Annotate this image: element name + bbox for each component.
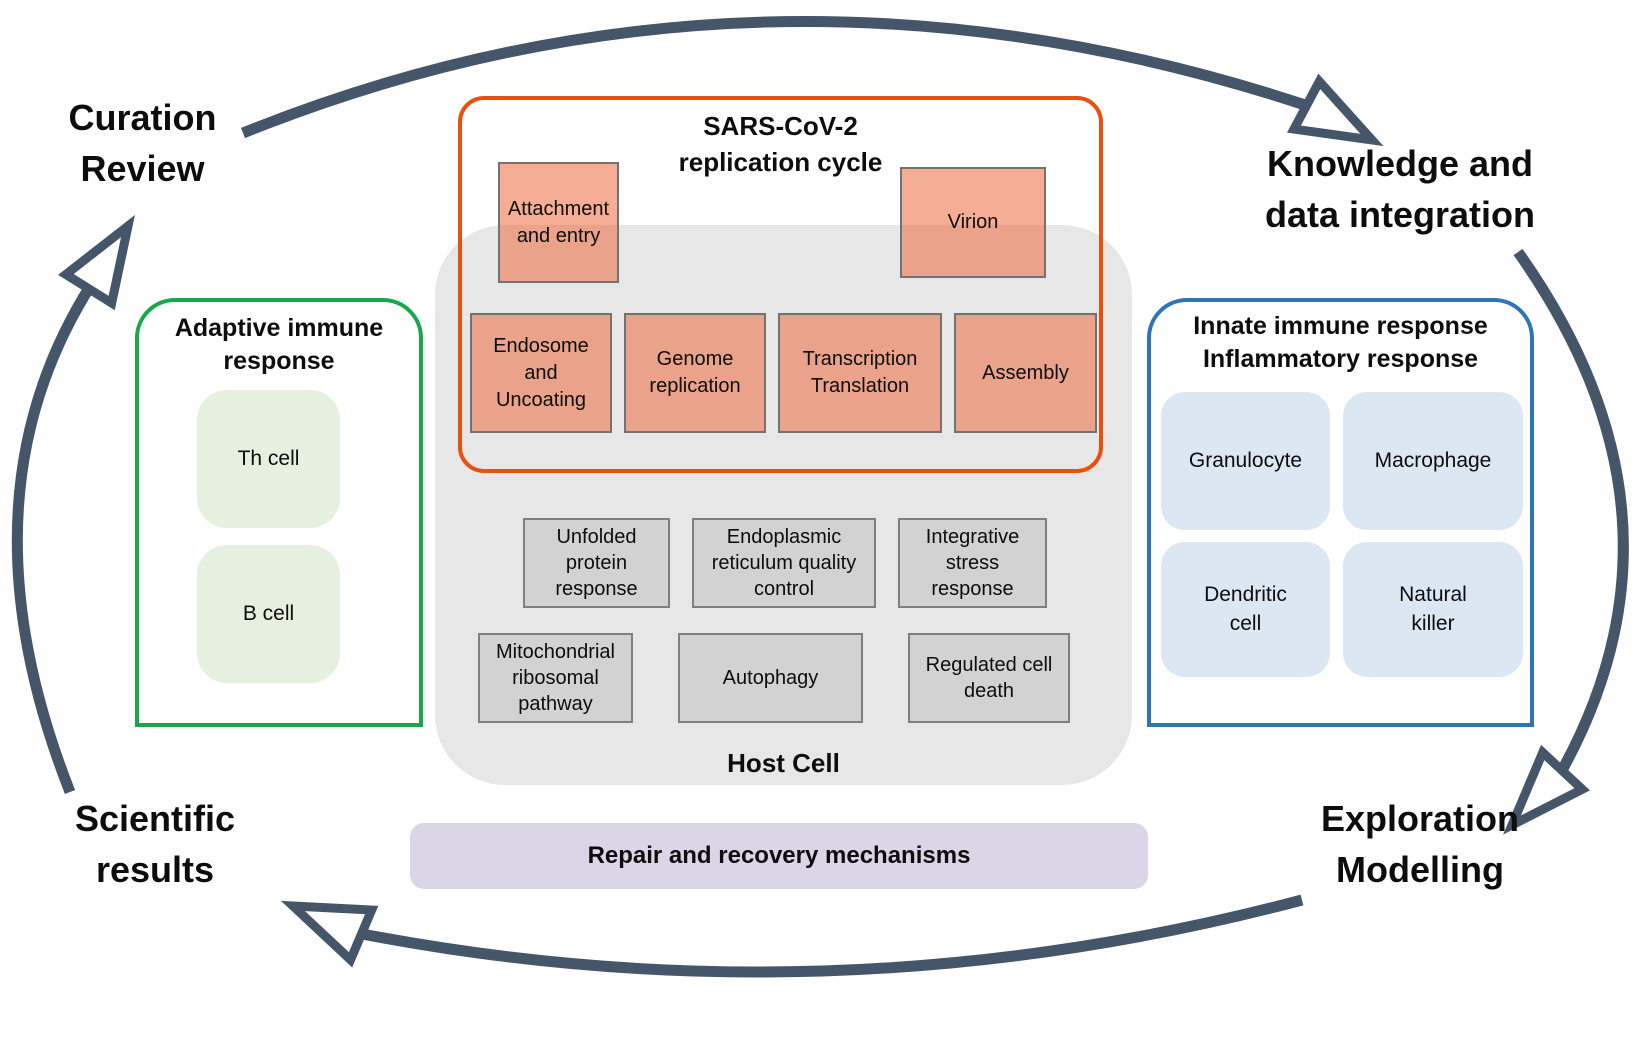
adaptive-title-line2: response <box>223 347 335 375</box>
box-mitochondrial-ribosomal-pathway: Mitochondrial ribosomal pathway <box>478 633 633 723</box>
host-cell-label: Host Cell <box>727 748 840 778</box>
box-assembly: Assembly <box>954 313 1097 433</box>
stage-scientific-line2: results <box>95 849 215 891</box>
box-unfolded-protein-response: Unfolded protein response <box>523 518 670 608</box>
stage-knowledge-integration: Knowledge and data integration <box>1230 138 1570 240</box>
box-er-quality-control: Endoplasmic reticulum quality control <box>692 518 876 608</box>
repair-recovery-bar: Repair and recovery mechanisms <box>410 823 1148 889</box>
innate-immune-title: Innate immune response Inflammatory resp… <box>1147 310 1534 376</box>
stage-knowledge-line1: Knowledge and <box>1266 143 1533 184</box>
box-genome-replication: Genome replication <box>624 313 766 433</box>
stage-curation-review: Curation Review <box>25 92 260 194</box>
innate-title-line2: Inflammatory response <box>1202 345 1479 373</box>
cell-natural-killer: Natural killer <box>1343 542 1523 677</box>
adaptive-immune-title: Adaptive immune response <box>135 312 423 378</box>
replication-title-line1: SARS-CoV-2 <box>703 111 858 141</box>
stage-exploration-line1: Exploration <box>1320 798 1520 839</box>
adaptive-title-line1: Adaptive immune <box>174 314 384 342</box>
innate-immune-frame <box>1147 298 1534 727</box>
adaptive-immune-frame <box>135 298 423 727</box>
stage-exploration-line2: Modelling <box>1336 849 1504 891</box>
replication-title-line2: replication cycle <box>678 147 883 178</box>
box-autophagy: Autophagy <box>678 633 863 723</box>
replication-cycle-frame <box>458 96 1103 473</box>
cell-b-cell: B cell <box>197 545 340 683</box>
stage-curation-line2: Review <box>80 148 205 190</box>
stage-scientific-line1: Scientific <box>74 798 236 839</box>
innate-title-line1: Innate immune response <box>1193 312 1488 340</box>
box-virion: Virion <box>900 167 1046 278</box>
cell-granulocyte: Granulocyte <box>1161 392 1330 530</box>
cycle-arc-bottom <box>355 894 1304 978</box>
cell-th-cell: Th cell <box>197 390 340 528</box>
cell-dendritic: Dendritic cell <box>1161 542 1330 677</box>
box-regulated-cell-death: Regulated cell death <box>908 633 1070 723</box>
box-attachment-entry: Attachment and entry <box>498 162 619 283</box>
stage-scientific-results: Scientific results <box>35 793 275 895</box>
box-transcription-translation: Transcription Translation <box>778 313 942 433</box>
arrowhead-bottom-left-icon <box>280 900 379 968</box>
arrowhead-top-left-icon <box>58 214 135 311</box>
box-integrative-stress-response: Integrative stress response <box>898 518 1047 608</box>
cycle-arc-left <box>11 282 96 795</box>
stage-knowledge-line2: data integration <box>1264 194 1536 236</box>
cell-macrophage: Macrophage <box>1343 392 1523 530</box>
replication-cycle-title: SARS-CoV-2 replication cycle <box>458 108 1103 181</box>
box-endosome-uncoating: Endosome and Uncoating <box>470 313 612 433</box>
stage-exploration-modelling: Exploration Modelling <box>1275 793 1565 895</box>
stage-curation-line1: Curation <box>68 97 217 138</box>
